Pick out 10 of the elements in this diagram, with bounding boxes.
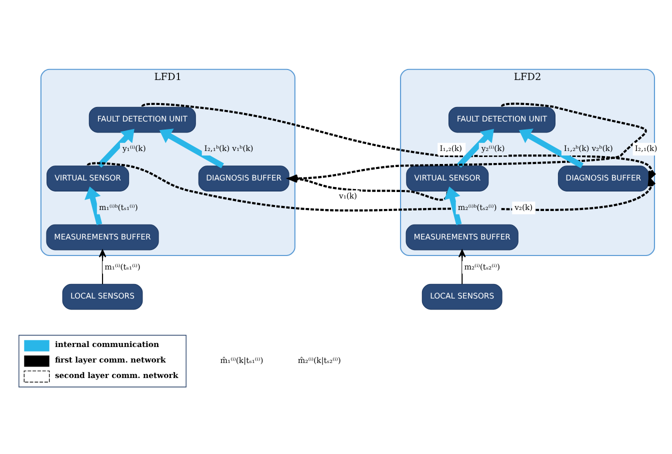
arrow — [458, 248, 466, 284]
arrow — [444, 186, 462, 225]
arrow — [97, 128, 134, 168]
arrow — [456, 128, 494, 168]
arrow — [159, 128, 224, 168]
arrow — [286, 174, 448, 200]
arrow — [142, 102, 656, 180]
arrow — [288, 102, 646, 182]
arrow — [518, 128, 584, 168]
arrow — [98, 248, 106, 284]
